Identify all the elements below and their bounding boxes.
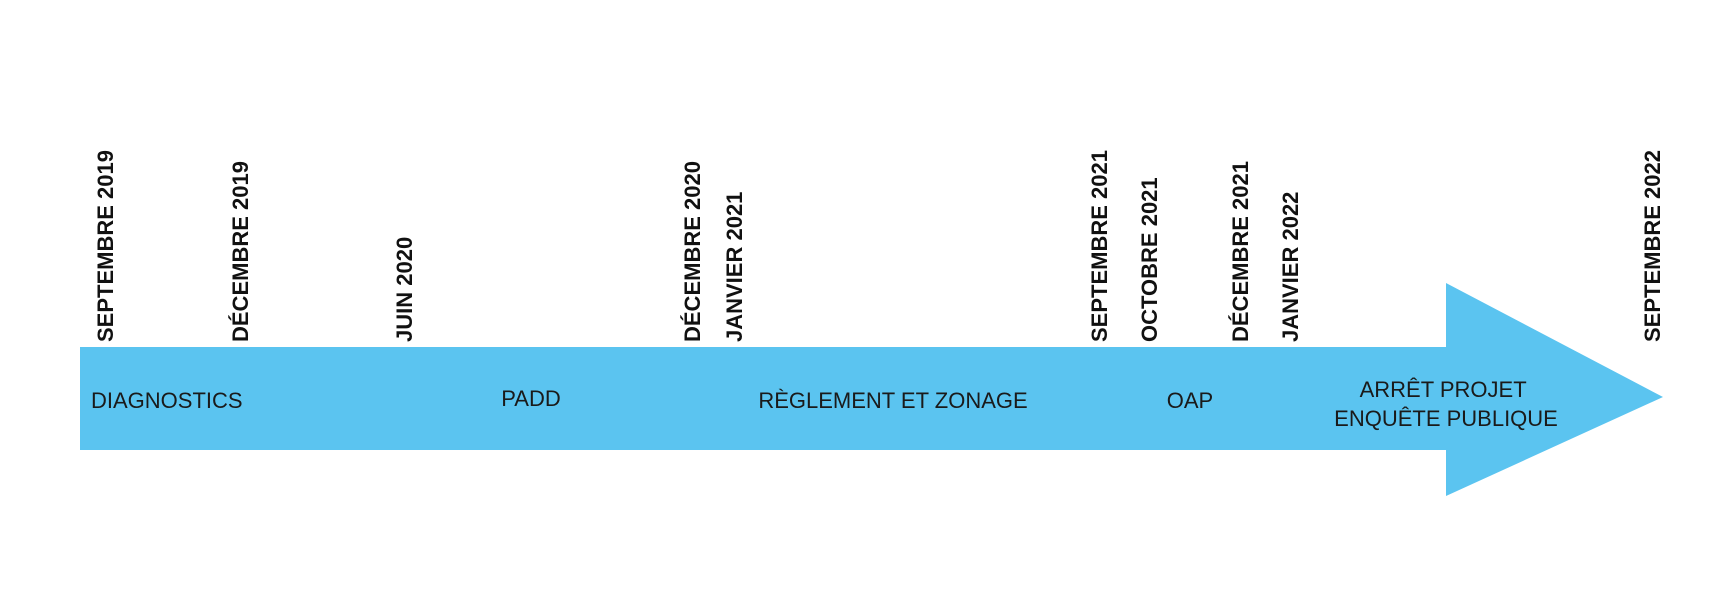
date-label-jan-2021: JANVIER 2021	[722, 192, 747, 342]
phase-arret-projet-line: ARRÊT PROJET	[1360, 377, 1527, 402]
phase-labels: DIAGNOSTICS PADD RÈGLEMENT ET ZONAGE OAP…	[91, 377, 1558, 431]
date-label-oct-2021: OCTOBRE 2021	[1137, 177, 1162, 342]
date-label-dec-2019: DÉCEMBRE 2019	[228, 161, 253, 342]
phase-padd: PADD	[501, 386, 561, 411]
date-label-jan-2022: JANVIER 2022	[1278, 192, 1303, 342]
date-label-jun-2020: JUIN 2020	[392, 237, 417, 342]
date-label-dec-2020: DÉCEMBRE 2020	[680, 161, 705, 342]
phase-reglement-zonage: RÈGLEMENT ET ZONAGE	[758, 388, 1027, 413]
phase-oap: OAP	[1167, 388, 1213, 413]
date-label-sep-2019: SEPTEMBRE 2019	[93, 150, 118, 342]
phase-diagnostics: DIAGNOSTICS	[91, 388, 243, 413]
date-labels: SEPTEMBRE 2019 DÉCEMBRE 2019 JUIN 2020 D…	[93, 150, 1665, 342]
phase-reglement-zonage-line: RÈGLEMENT ET ZONAGE	[758, 388, 1027, 413]
date-label-sep-2021: SEPTEMBRE 2021	[1087, 150, 1112, 342]
phase-padd-line: PADD	[501, 386, 561, 411]
phase-arret-projet-enquete: ARRÊT PROJET ENQUÊTE PUBLIQUE	[1334, 377, 1558, 431]
date-label-sep-2022: SEPTEMBRE 2022	[1640, 150, 1665, 342]
phase-oap-line: OAP	[1167, 388, 1213, 413]
phase-enquete-publique-line: ENQUÊTE PUBLIQUE	[1334, 406, 1558, 431]
date-label-dec-2021: DÉCEMBRE 2021	[1228, 161, 1253, 342]
timeline-arrow	[80, 283, 1663, 496]
phase-diagnostics-line: DIAGNOSTICS	[91, 388, 243, 413]
